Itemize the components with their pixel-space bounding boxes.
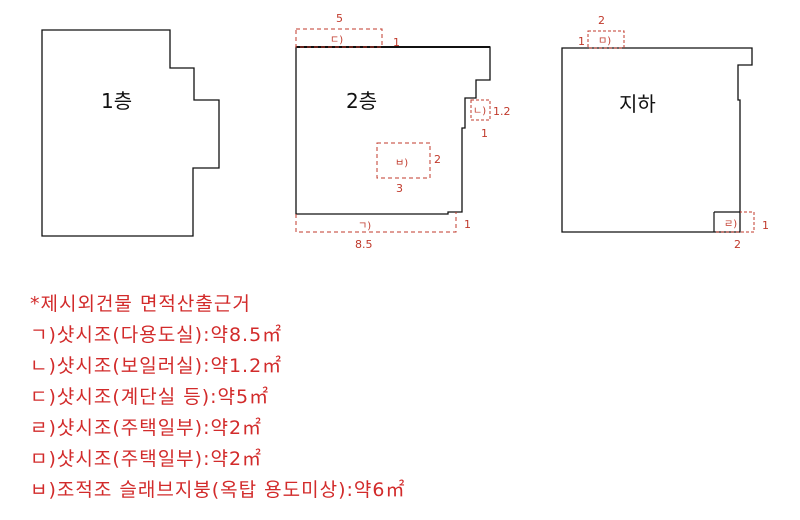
rooftop-b-outline — [376, 142, 431, 179]
second-floor-outline — [295, 46, 491, 215]
area-notes-list: ㄱ)샷시조(다용도실):약8.5㎡ ㄴ)샷시조(보일러실):약1.2㎡ ㄷ)샷시… — [30, 320, 406, 506]
shed-m-outline — [587, 30, 625, 49]
shed-d-tag: ㄷ) — [330, 35, 343, 46]
first-floor-label: 1층 — [101, 89, 132, 113]
basement-outline — [561, 47, 753, 233]
rooftop-b-width-dim: 3 — [396, 182, 403, 195]
note-item-g: ㄱ)샷시조(다용도실):약8.5㎡ — [30, 324, 283, 346]
shed-d-outline — [295, 28, 383, 48]
first-floor-outline — [41, 29, 220, 237]
note-item-m: ㅁ)샷시조(주택일부):약2㎡ — [30, 448, 263, 470]
shed-g-tag: ㄱ) — [358, 221, 371, 232]
notes-title: *제시외건물 면적산출근거 — [30, 293, 251, 315]
shed-m-tag: ㅁ) — [598, 36, 611, 47]
rooftop-b-height-dim: 2 — [434, 153, 441, 166]
shed-g-width-dim: 8.5 — [355, 238, 373, 251]
shed-r-height-dim: 1 — [762, 219, 769, 232]
basement-label: 지하 — [619, 92, 656, 116]
shed-r-width-dim: 2 — [734, 238, 741, 251]
shed-n-outline — [470, 99, 491, 121]
shed-g-height-dim: 1 — [464, 218, 471, 231]
rooftop-b-tag: ㅂ) — [395, 158, 408, 169]
second-floor-label: 2층 — [346, 89, 377, 113]
shed-g-outline — [295, 212, 457, 233]
shed-m-width-dim: 2 — [598, 14, 605, 27]
note-item-d: ㄷ)샷시조(계단실 등):약5㎡ — [30, 386, 270, 408]
note-item-r: ㄹ)샷시조(주택일부):약2㎡ — [30, 417, 263, 439]
note-item-b: ㅂ)조적조 슬래브지붕(옥탑 용도미상):약6㎡ — [30, 479, 406, 501]
note-item-n: ㄴ)샷시조(보일러실):약1.2㎡ — [30, 355, 283, 377]
shed-n-area-dim: 1.2 — [493, 105, 511, 118]
shed-m-height-dim: 1 — [578, 35, 585, 48]
shed-d-height-dim: 1 — [393, 36, 400, 49]
floor-plan-diagram: 1층 2층 ㄷ) 5 1 ㄴ) 1.2 1 ㅂ) 2 3 ㄱ) 8.5 1 지하… — [41, 12, 769, 251]
shed-n-height-dim: 1 — [481, 127, 488, 140]
shed-r-tag: ㄹ) — [724, 219, 737, 230]
shed-n-tag: ㄴ) — [473, 106, 486, 117]
shed-d-width-dim: 5 — [336, 12, 343, 25]
